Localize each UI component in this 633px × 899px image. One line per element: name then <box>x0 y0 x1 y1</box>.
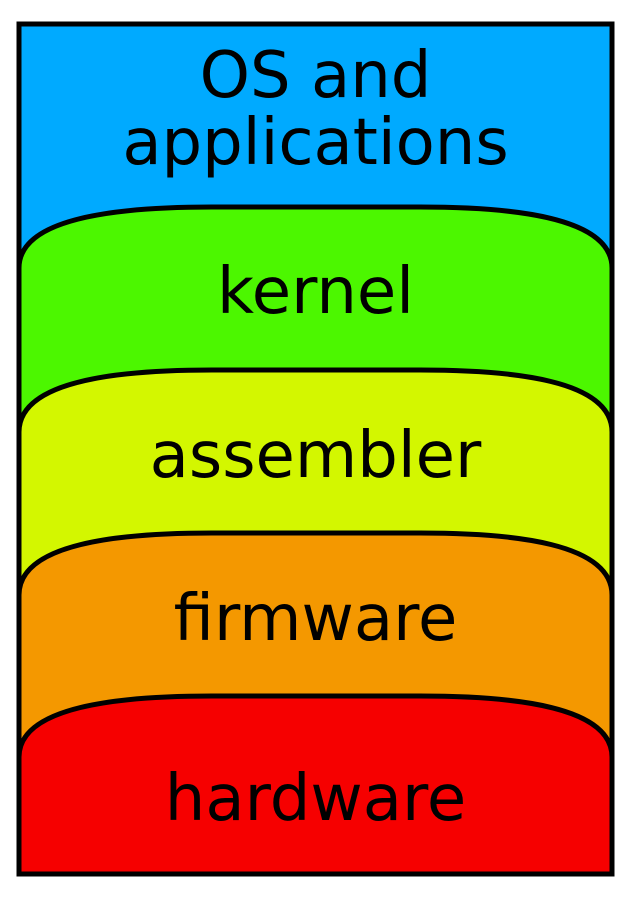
diagram-frame <box>16 21 615 877</box>
layer-label-assembler: assembler <box>150 419 482 493</box>
layer-band-hardware <box>16 693 615 877</box>
layer-label-firmware: firmware <box>174 582 458 656</box>
layer-label-kernel: kernel <box>217 255 414 329</box>
layer-label-os-and-applications-line-1: OS and <box>200 39 432 113</box>
layer-label-hardware: hardware <box>165 762 466 836</box>
layer-bands <box>16 24 615 877</box>
layer-label-os-and-applications-line-2: applications <box>122 106 508 180</box>
